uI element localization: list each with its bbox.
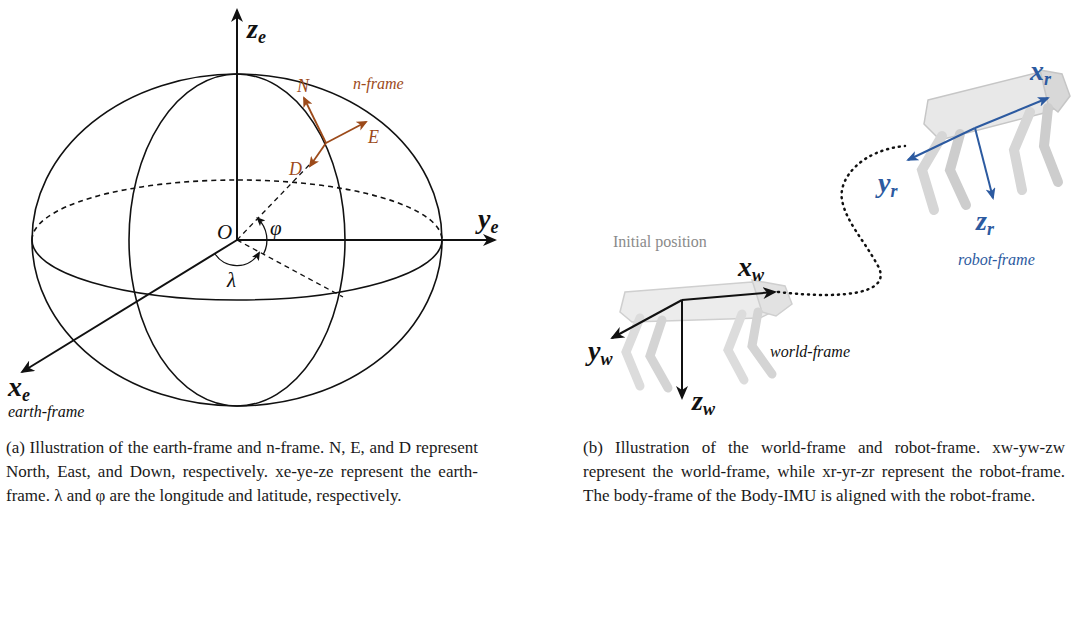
earth-axes-part bbox=[236, 10, 238, 240]
n-frame-axes-part bbox=[326, 122, 366, 143]
world-frame-axes-part bbox=[681, 300, 683, 398]
n-frame-axes-part bbox=[310, 143, 326, 166]
initial-robot bbox=[620, 280, 792, 388]
moved-robot-part bbox=[922, 136, 942, 210]
initial-robot-part bbox=[728, 314, 744, 380]
axis-label: ye bbox=[478, 204, 498, 242]
earth-axes bbox=[22, 10, 495, 372]
robot-frame-axes bbox=[908, 98, 1048, 198]
moved-robot-part bbox=[1014, 112, 1030, 190]
frame-name: world-frame bbox=[770, 342, 850, 362]
world-frame-axes-part bbox=[612, 300, 682, 338]
angle-label: φ bbox=[270, 216, 282, 240]
axis-label: xr bbox=[1030, 56, 1051, 94]
earth-ellipsoid-part bbox=[32, 240, 442, 300]
angle-guides bbox=[215, 162, 343, 297]
axis-label: D bbox=[289, 158, 302, 180]
moved-robot-part bbox=[950, 134, 966, 205]
earth-axes-part bbox=[22, 240, 237, 372]
robot-frame-axes-part bbox=[975, 128, 993, 198]
origin-label: O bbox=[217, 220, 232, 244]
axis-label: zr bbox=[976, 206, 994, 244]
moved-robot-part bbox=[1044, 108, 1058, 182]
subfigure-caption: (b) Illustration of the world-frame and … bbox=[583, 436, 1065, 508]
frame-name: earth-frame bbox=[8, 402, 84, 422]
axis-label: zw bbox=[692, 386, 715, 424]
frame-name: n-frame bbox=[353, 74, 404, 94]
axis-label: yw bbox=[588, 336, 612, 374]
axis-label: yr bbox=[878, 168, 897, 206]
subfigure-caption: (a) Illustration of the earth-frame and … bbox=[6, 436, 478, 508]
angle-label: λ bbox=[227, 268, 236, 292]
axis-label: xw bbox=[738, 252, 764, 290]
robot-frame-axes-part bbox=[908, 128, 975, 160]
angle-guides-part bbox=[258, 218, 267, 254]
initial-robot-part bbox=[752, 312, 772, 374]
n-frame-axes-part bbox=[304, 98, 326, 143]
world-frame-axes-part bbox=[682, 292, 775, 300]
trajectory bbox=[778, 146, 905, 295]
axis-label: E bbox=[368, 126, 379, 148]
axis-label: N bbox=[297, 75, 309, 97]
frame-name: robot-frame bbox=[958, 250, 1035, 270]
position-note: Initial position bbox=[613, 232, 707, 252]
initial-robot-part bbox=[650, 320, 668, 388]
robot-frame-axes-part bbox=[975, 98, 1048, 128]
angle-guides-part bbox=[237, 240, 343, 297]
angle-guides-part bbox=[215, 253, 259, 266]
world-frame-axes bbox=[612, 292, 775, 398]
axis-label: ze bbox=[247, 14, 266, 52]
n-frame-axes bbox=[304, 98, 366, 166]
moved-robot bbox=[922, 70, 1070, 210]
